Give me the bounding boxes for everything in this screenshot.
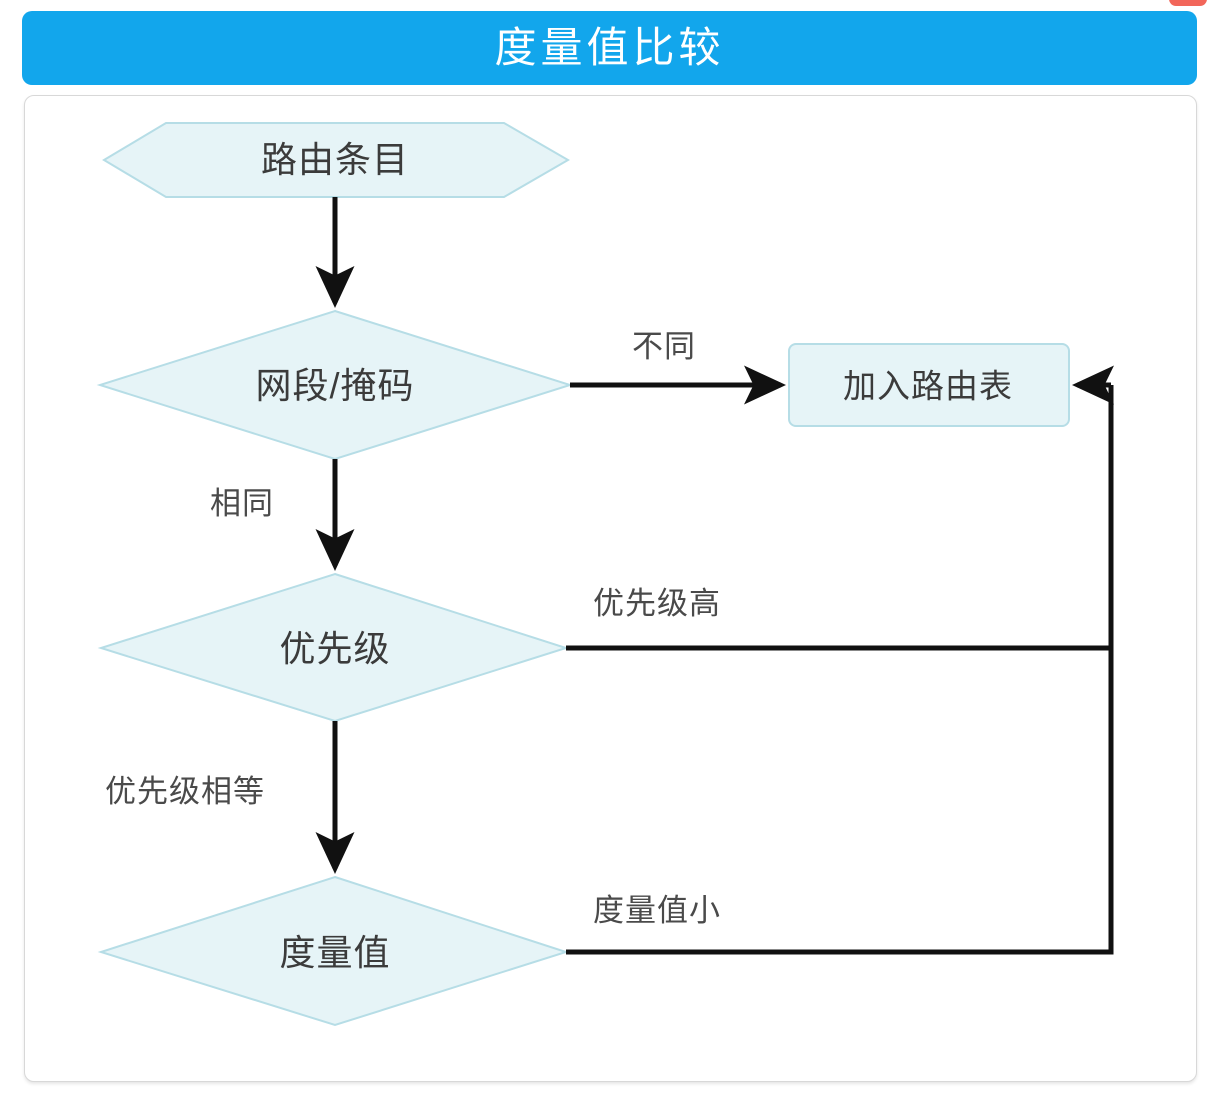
- node-label-netmask: 网段/掩码: [255, 365, 415, 406]
- page-title: 度量值比较: [494, 24, 725, 71]
- node-label-start: 路由条目: [260, 139, 410, 180]
- node-label-priority: 优先级: [279, 628, 391, 669]
- edge-label-small-metric: 度量值小: [593, 893, 721, 928]
- node-label-addroute: 加入路由表: [843, 367, 1013, 405]
- edge-label-high-priority: 优先级高: [593, 586, 721, 621]
- edge-label-different: 不同: [632, 329, 696, 364]
- page-title-bar: 度量值比较: [22, 11, 1197, 85]
- edge-label-same: 相同: [210, 486, 274, 521]
- node-label-metric: 度量值: [279, 932, 391, 973]
- edge-label-equal-priority: 优先级相等: [105, 774, 265, 809]
- corner-tab-decoration: [1169, 0, 1207, 6]
